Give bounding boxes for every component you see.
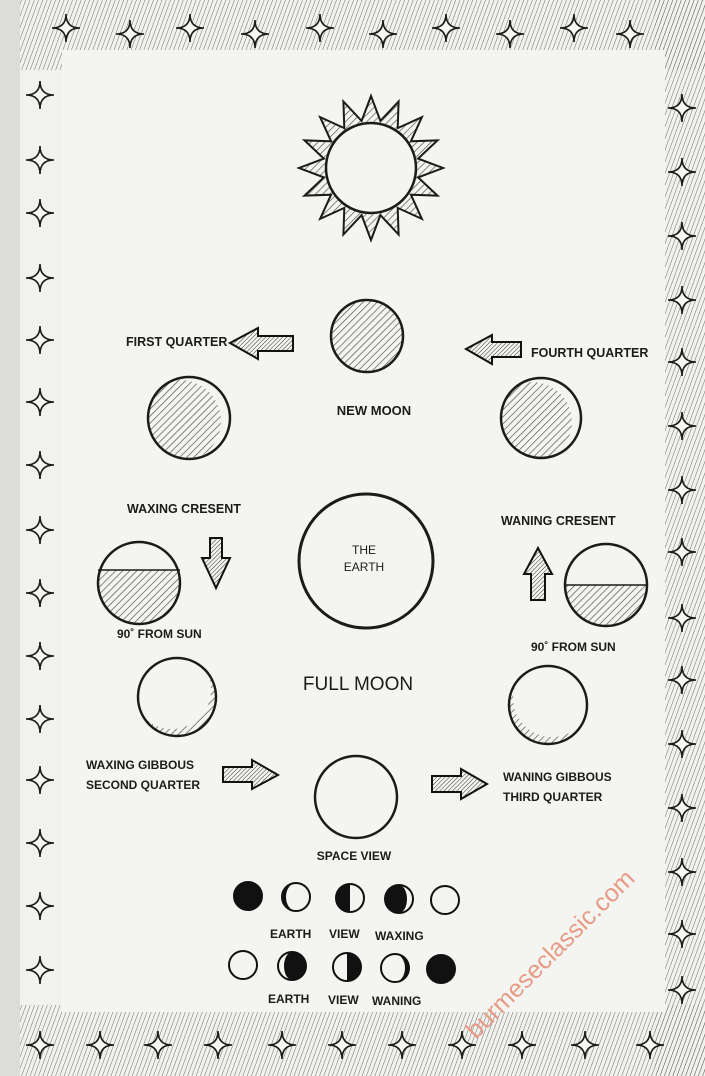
legend-waning-word3: WANING xyxy=(372,994,421,1008)
border-left xyxy=(0,0,20,1076)
legend-waning-word1: EARTH xyxy=(268,992,309,1006)
legend-waning-word2: VIEW xyxy=(328,993,359,1007)
legend-waxing-phase-2-icon xyxy=(282,883,310,911)
legend-waxing-phase-1-icon xyxy=(234,882,262,910)
legend-waxing-phase-3-icon xyxy=(336,884,364,912)
legend-waning-phase-3-icon xyxy=(333,953,361,981)
space-view-moon-icon xyxy=(315,756,397,838)
space-view-label: SPACE VIEW xyxy=(317,849,392,863)
waxing-cresent-label: WAXING CRESENT xyxy=(127,502,241,516)
fourth-quarter-label: FOURTH QUARTER xyxy=(531,346,648,360)
first-quarter-label: FIRST QUARTER xyxy=(126,335,227,349)
legend-waxing-word2: VIEW xyxy=(329,927,360,941)
waning-cresent-label: WANING CRESENT xyxy=(501,514,616,528)
from-sun-left-label: 90˚ FROM SUN xyxy=(117,627,202,641)
waning-gibbous-label-line2: THIRD QUARTER xyxy=(503,790,603,804)
waxing-gibbous-label-line1: WAXING GIBBOUS xyxy=(86,758,194,772)
full-moon-label: FULL MOON xyxy=(303,674,413,695)
new-moon-icon xyxy=(331,300,403,372)
waxing-gibbous-label-line2: SECOND QUARTER xyxy=(86,778,200,792)
legend-waxing-phase-5-icon xyxy=(431,886,459,914)
earth-label-line2: EARTH xyxy=(344,560,384,574)
legend-waning-phase-5-icon xyxy=(427,955,455,983)
sun-icon xyxy=(299,96,443,240)
waning-gibbous-label-line1: WANING GIBBOUS xyxy=(503,770,612,784)
legend-waning-phase-1-icon xyxy=(229,951,257,979)
earth-label-line1: THE xyxy=(352,543,376,557)
legend-waxing-word1: EARTH xyxy=(270,927,311,941)
from-sun-right-label: 90˚ FROM SUN xyxy=(531,640,616,654)
legend-waning-phase-4-icon xyxy=(381,954,409,982)
legend-waning-phase-2-icon xyxy=(278,952,306,980)
border-bottom xyxy=(0,1005,705,1076)
legend-waxing-word3: WAXING xyxy=(375,929,424,943)
legend-waxing-phase-4-icon xyxy=(385,885,413,913)
new-moon-label: NEW MOON xyxy=(337,403,411,418)
